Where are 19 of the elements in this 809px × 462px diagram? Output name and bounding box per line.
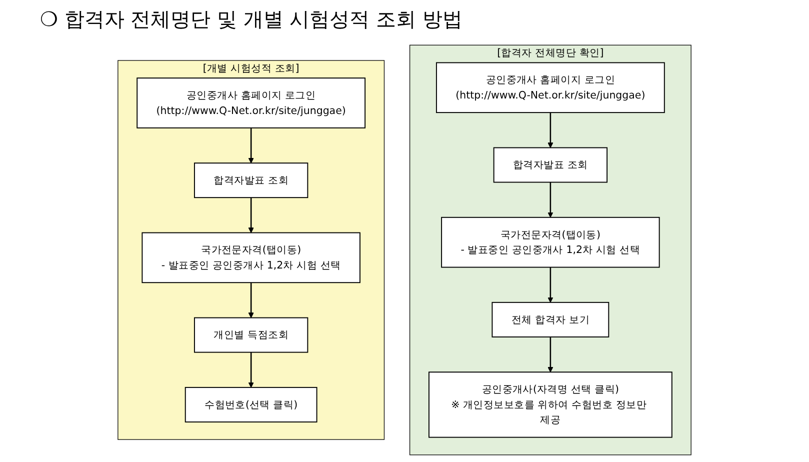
arrow [548,182,554,218]
arrow [548,336,554,372]
arrow [248,282,254,318]
arrow [248,198,254,233]
node-box: 국가전문자격(탭이동) - 발표중인 공인중개사 1,2차 시험 선택 [441,216,660,268]
node-box: 개인별 득점조회 [194,317,308,353]
node-box: 공인중개사 홈페이지 로그인 (http://www.Q-Net.or.kr/site/junggae) [436,62,665,114]
node-box: 합격자발표 조회 [493,147,608,183]
arrow [248,128,254,164]
arrow [548,112,554,148]
node-box: 공인중개사(자격명 선택 클릭) ※ 개인정보보호를 위하여 수험번호 정보만 제공 [428,372,672,438]
node-box: 수험번호(선택 클릭) [184,386,318,422]
arrow [248,352,254,388]
node-box: 합격자발표 조회 [194,162,308,198]
node-box: 국가전문자격(탭이동) - 발표중인 공인중개사 1,2차 시험 선택 [142,232,360,284]
node-box: 전체 합격자 보기 [492,302,610,338]
diagram-title: ❍ 합격자 전체명단 및 개별 시험성적 조회 방법 [39,6,464,33]
arrow [548,267,554,303]
node-box: 공인중개사 홈페이지 로그인 (http://www.Q-Net.or.kr/site/junggae) [136,78,366,128]
